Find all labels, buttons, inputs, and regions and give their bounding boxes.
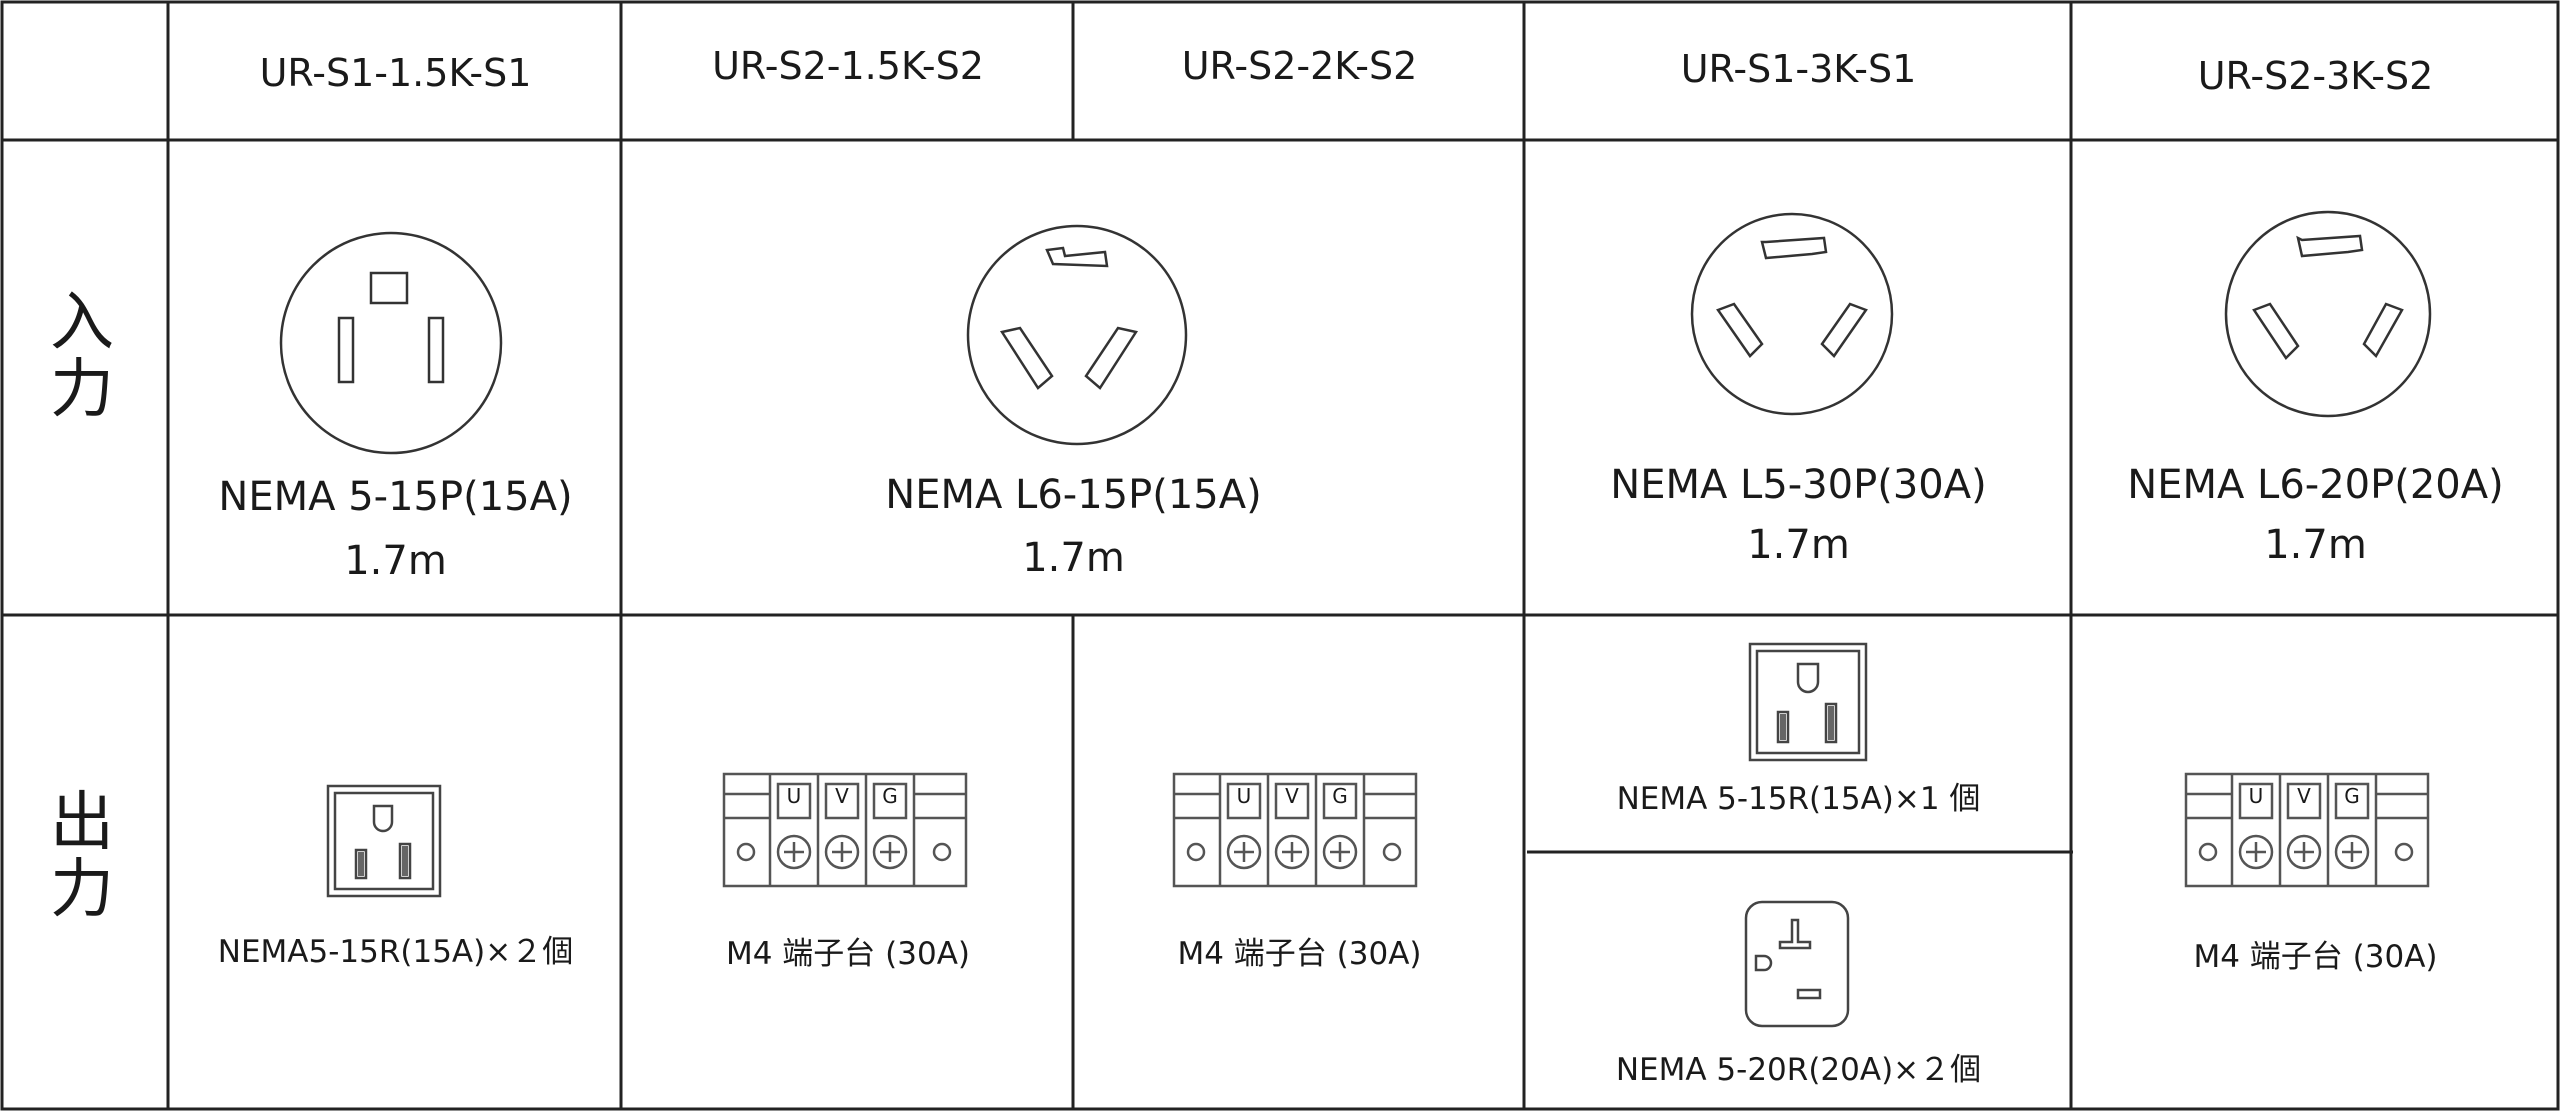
nema-5-15r-receptacle-icon bbox=[326, 784, 442, 898]
input-plug-4: NEMA L6-20P(20A) bbox=[2127, 462, 2504, 508]
terminal-g: G bbox=[1332, 784, 1348, 808]
terminal-block-icon: U V G bbox=[2184, 772, 2430, 892]
output-label-3: M4 端子台 (30A) bbox=[1177, 936, 1422, 972]
input-plug-2: NEMA L6-15P(15A) bbox=[885, 472, 1262, 518]
terminal-g: G bbox=[2344, 784, 2360, 808]
terminal-block-icon: U V G bbox=[1172, 772, 1418, 892]
terminal-v: V bbox=[2297, 784, 2311, 808]
input-length-4: 1.7m bbox=[2264, 522, 2367, 568]
model-header-1: UR-S1-1.5K-S1 bbox=[259, 51, 532, 95]
nema-l6-20p-locking-plug-icon bbox=[2224, 210, 2432, 418]
model-header-4: UR-S1-3K-S1 bbox=[1680, 47, 1917, 91]
nema-5-15p-plug-icon bbox=[279, 231, 503, 455]
nema-l6-15p-locking-plug-icon bbox=[966, 224, 1188, 446]
terminal-v: V bbox=[1285, 784, 1299, 808]
output-label-6: M4 端子台 (30A) bbox=[2193, 939, 2438, 975]
output-label-5: NEMA 5-20R(20A)×２個 bbox=[1615, 1052, 1982, 1088]
nema-5-15r-receptacle-icon bbox=[1748, 642, 1868, 762]
nema-l5-30p-locking-plug-icon bbox=[1690, 212, 1894, 416]
output-label-4: NEMA 5-15R(15A)×1 個 bbox=[1616, 781, 1981, 817]
model-header-5: UR-S2-3K-S2 bbox=[2197, 54, 2434, 98]
output-label-1: NEMA5-15R(15A)×２個 bbox=[217, 934, 574, 970]
output-label-2: M4 端子台 (30A) bbox=[725, 936, 971, 972]
row-label-output: 出力 bbox=[50, 786, 114, 928]
input-length-1: 1.7m bbox=[344, 538, 447, 584]
model-header-3: UR-S2-2K-S2 bbox=[1181, 44, 1418, 88]
row-label-input: 入力 bbox=[50, 286, 114, 428]
terminal-u: U bbox=[1236, 784, 1252, 808]
input-length-3: 1.7m bbox=[1747, 522, 1850, 568]
input-length-2: 1.7m bbox=[1022, 535, 1125, 581]
input-plug-3: NEMA L5-30P(30A) bbox=[1610, 462, 1987, 508]
terminal-u: U bbox=[2248, 784, 2264, 808]
nema-5-20r-receptacle-icon bbox=[1744, 900, 1850, 1028]
input-plug-1: NEMA 5-15P(15A) bbox=[218, 474, 573, 520]
terminal-u: U bbox=[786, 784, 802, 808]
terminal-v: V bbox=[835, 784, 849, 808]
terminal-block-icon: U V G bbox=[722, 772, 968, 892]
model-header-2: UR-S2-1.5K-S2 bbox=[712, 44, 984, 88]
terminal-g: G bbox=[882, 784, 898, 808]
